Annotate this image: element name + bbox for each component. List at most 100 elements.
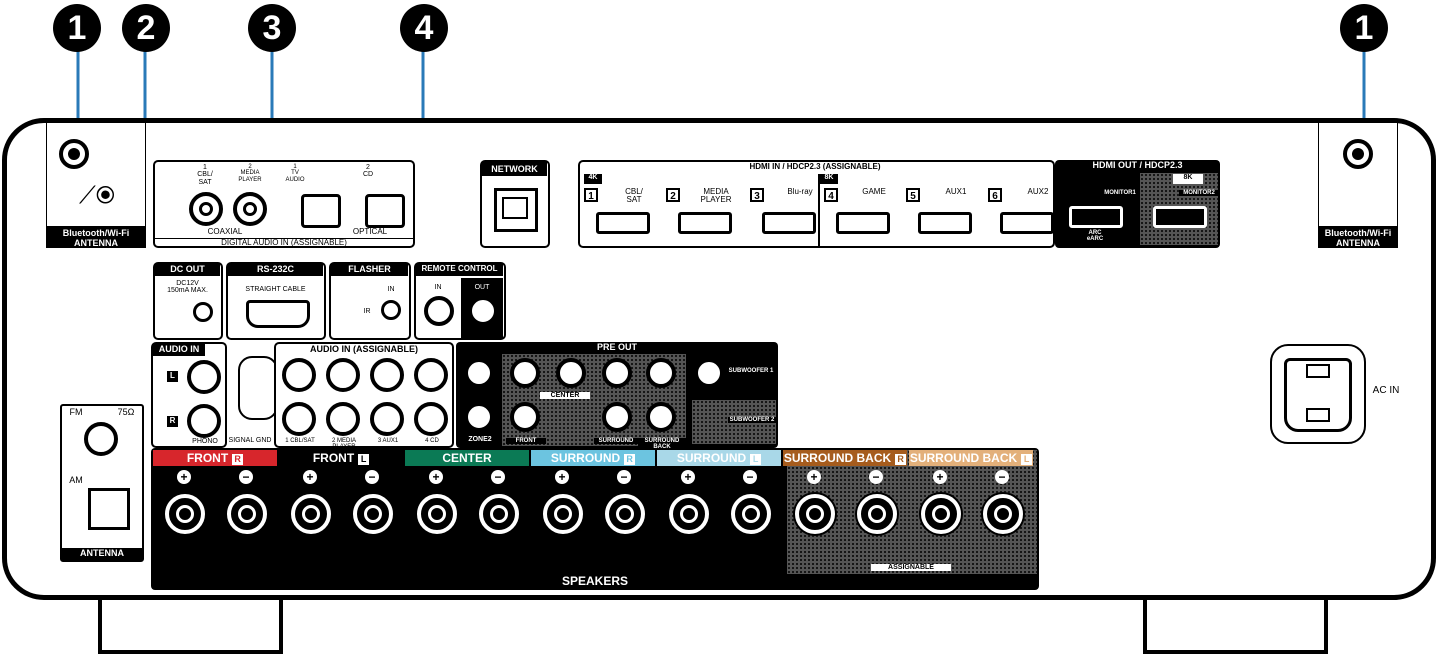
pre-out-title: PRE OUT: [596, 342, 637, 352]
speaker-4-plus-terminal[interactable]: [543, 494, 583, 534]
hdmi-monitor2-port[interactable]: [1153, 206, 1207, 228]
speaker-5-side: L: [750, 454, 762, 465]
pre-out-jack-3[interactable]: [510, 358, 540, 388]
flasher-title: FLASHER: [331, 264, 408, 276]
hdmi-in-4-number: 4: [824, 188, 838, 202]
pre-out-jack-6[interactable]: [602, 358, 632, 388]
coaxial-1-label: 1 CBL/ SAT: [197, 164, 213, 186]
hdmi-in-2-number: 2: [666, 188, 680, 202]
audio-in-3-l-jack[interactable]: [370, 358, 404, 392]
phono-r-jack[interactable]: [187, 404, 221, 438]
pre-out-jack-2[interactable]: [464, 402, 494, 432]
speaker-1-minus-terminal[interactable]: [227, 494, 267, 534]
coaxial-label: COAXIAL: [207, 227, 243, 236]
coaxial-jack-1[interactable]: [189, 192, 223, 226]
dc-out-jack[interactable]: [193, 302, 213, 322]
audio-in-1-l-jack[interactable]: [282, 358, 316, 392]
speaker-7-minus-terminal[interactable]: [983, 494, 1023, 534]
flasher-jack[interactable]: [381, 300, 401, 320]
speaker-2-name: FRONT: [312, 451, 355, 465]
hdmi-in-3-port[interactable]: [762, 212, 816, 234]
pre-out-jack-9[interactable]: [646, 402, 676, 432]
optical-jack-2[interactable]: [365, 194, 405, 228]
pre-out-jack-7[interactable]: [646, 358, 676, 388]
speaker-4-minus-terminal[interactable]: [605, 494, 645, 534]
speaker-1-plus-terminal[interactable]: [165, 494, 205, 534]
speaker-3-minus: −: [491, 470, 505, 484]
hdmi-in-4-port[interactable]: [836, 212, 890, 234]
audio-in-2-r-jack[interactable]: [326, 402, 360, 436]
ac-inlet[interactable]: [1270, 344, 1366, 444]
speaker-4-name: SURROUND: [550, 451, 621, 465]
hdmi-out-title: HDMI OUT / HDCP2.3: [1092, 160, 1183, 170]
speaker-3-minus-terminal[interactable]: [479, 494, 519, 534]
speaker-7-plus-terminal[interactable]: [921, 494, 961, 534]
speaker-4-minus: −: [617, 470, 631, 484]
fm-am-antenna-panel: FM 75Ω AM ANTENNA: [60, 404, 144, 562]
speaker-5-minus-terminal[interactable]: [731, 494, 771, 534]
pre-out-jack-5[interactable]: [510, 402, 540, 432]
pre-out-jack-10[interactable]: [694, 358, 724, 388]
audio-in-assignable-title: AUDIO IN (ASSIGNABLE): [310, 344, 418, 354]
audio-in-1-r-jack[interactable]: [282, 402, 316, 436]
dc-out-spec: DC12V 150mA MAX.: [167, 280, 208, 295]
phono-l-jack[interactable]: [187, 360, 221, 394]
hdmi-out-panel: HDMI OUT / HDCP2.3 8K MONITOR1 MONITOR2 …: [1055, 160, 1220, 248]
optical-jack-1[interactable]: [301, 194, 341, 228]
rs232c-port[interactable]: [246, 300, 310, 328]
speaker-2-plus-terminal[interactable]: [291, 494, 331, 534]
hdmi-in-1-label: CBL/ SAT: [625, 187, 643, 205]
remote-out-jack[interactable]: [468, 296, 498, 326]
hdmi-in-1-port[interactable]: [596, 212, 650, 234]
antenna-symbol-icon: ⟋⦿: [79, 182, 115, 209]
speaker-6-plus: +: [807, 470, 821, 484]
pre-out-jack-1[interactable]: [464, 358, 494, 388]
speaker-2-minus-terminal[interactable]: [353, 494, 393, 534]
speaker-7-plus: +: [933, 470, 947, 484]
speaker-6-minus-terminal[interactable]: [857, 494, 897, 534]
rs232c-cable-label: STRAIGHT CABLE: [245, 286, 306, 293]
hdmi-in-6-port[interactable]: [1000, 212, 1054, 234]
pre-out-jack-8[interactable]: [602, 402, 632, 432]
network-label: NETWORK: [482, 162, 547, 176]
ethernet-port[interactable]: [494, 188, 538, 232]
hdmi-in-5-port[interactable]: [918, 212, 972, 234]
pre-out-jack-4[interactable]: [556, 358, 586, 388]
antenna-title: ANTENNA: [62, 548, 142, 560]
audio-in-2-l-jack[interactable]: [326, 358, 360, 392]
remote-in-jack[interactable]: [424, 296, 454, 326]
speaker-6-plus-terminal[interactable]: [795, 494, 835, 534]
monitor1-label: MONITOR1: [1104, 190, 1136, 196]
speaker-1-plus: +: [177, 470, 191, 484]
digital-audio-in-panel: 1 CBL/ SAT 2 MEDIA PLAYER 1 TV AUDIO 2 C…: [153, 160, 415, 248]
callout-2: 2: [136, 9, 156, 47]
zone2-label: ZONE2: [468, 436, 492, 443]
rs232c-title: RS-232C: [228, 264, 323, 276]
bt-antenna-jack-left[interactable]: [59, 139, 89, 169]
pre-out-panel: PRE OUT ZONE2 FRONT CENTER SURROUND SURR…: [456, 342, 778, 451]
speaker-3-plus-terminal[interactable]: [417, 494, 457, 534]
bt-antenna-jack-right[interactable]: [1343, 139, 1373, 169]
audio-in-4-r-jack[interactable]: [414, 402, 448, 436]
signal-gnd-terminal[interactable]: [238, 356, 278, 420]
hdmi-in-2-port[interactable]: [678, 212, 732, 234]
coaxial-jack-2[interactable]: [233, 192, 267, 226]
speaker-7-side: L: [1021, 454, 1033, 465]
audio-in-3-r-jack[interactable]: [370, 402, 404, 436]
hdmi-monitor1-port[interactable]: [1069, 206, 1123, 228]
speaker-5-plus-terminal[interactable]: [669, 494, 709, 534]
optical-1-label: 1 TV AUDIO: [285, 164, 305, 183]
am-antenna-terminal[interactable]: [88, 488, 130, 530]
rs232c-panel: RS-232C STRAIGHT CABLE: [226, 262, 326, 340]
audio-in-3-label: 3 AUX1: [377, 438, 399, 444]
hdmi-in-5-label: AUX1: [945, 187, 967, 196]
audio-in-4-l-jack[interactable]: [414, 358, 448, 392]
fm-antenna-jack[interactable]: [84, 422, 118, 456]
